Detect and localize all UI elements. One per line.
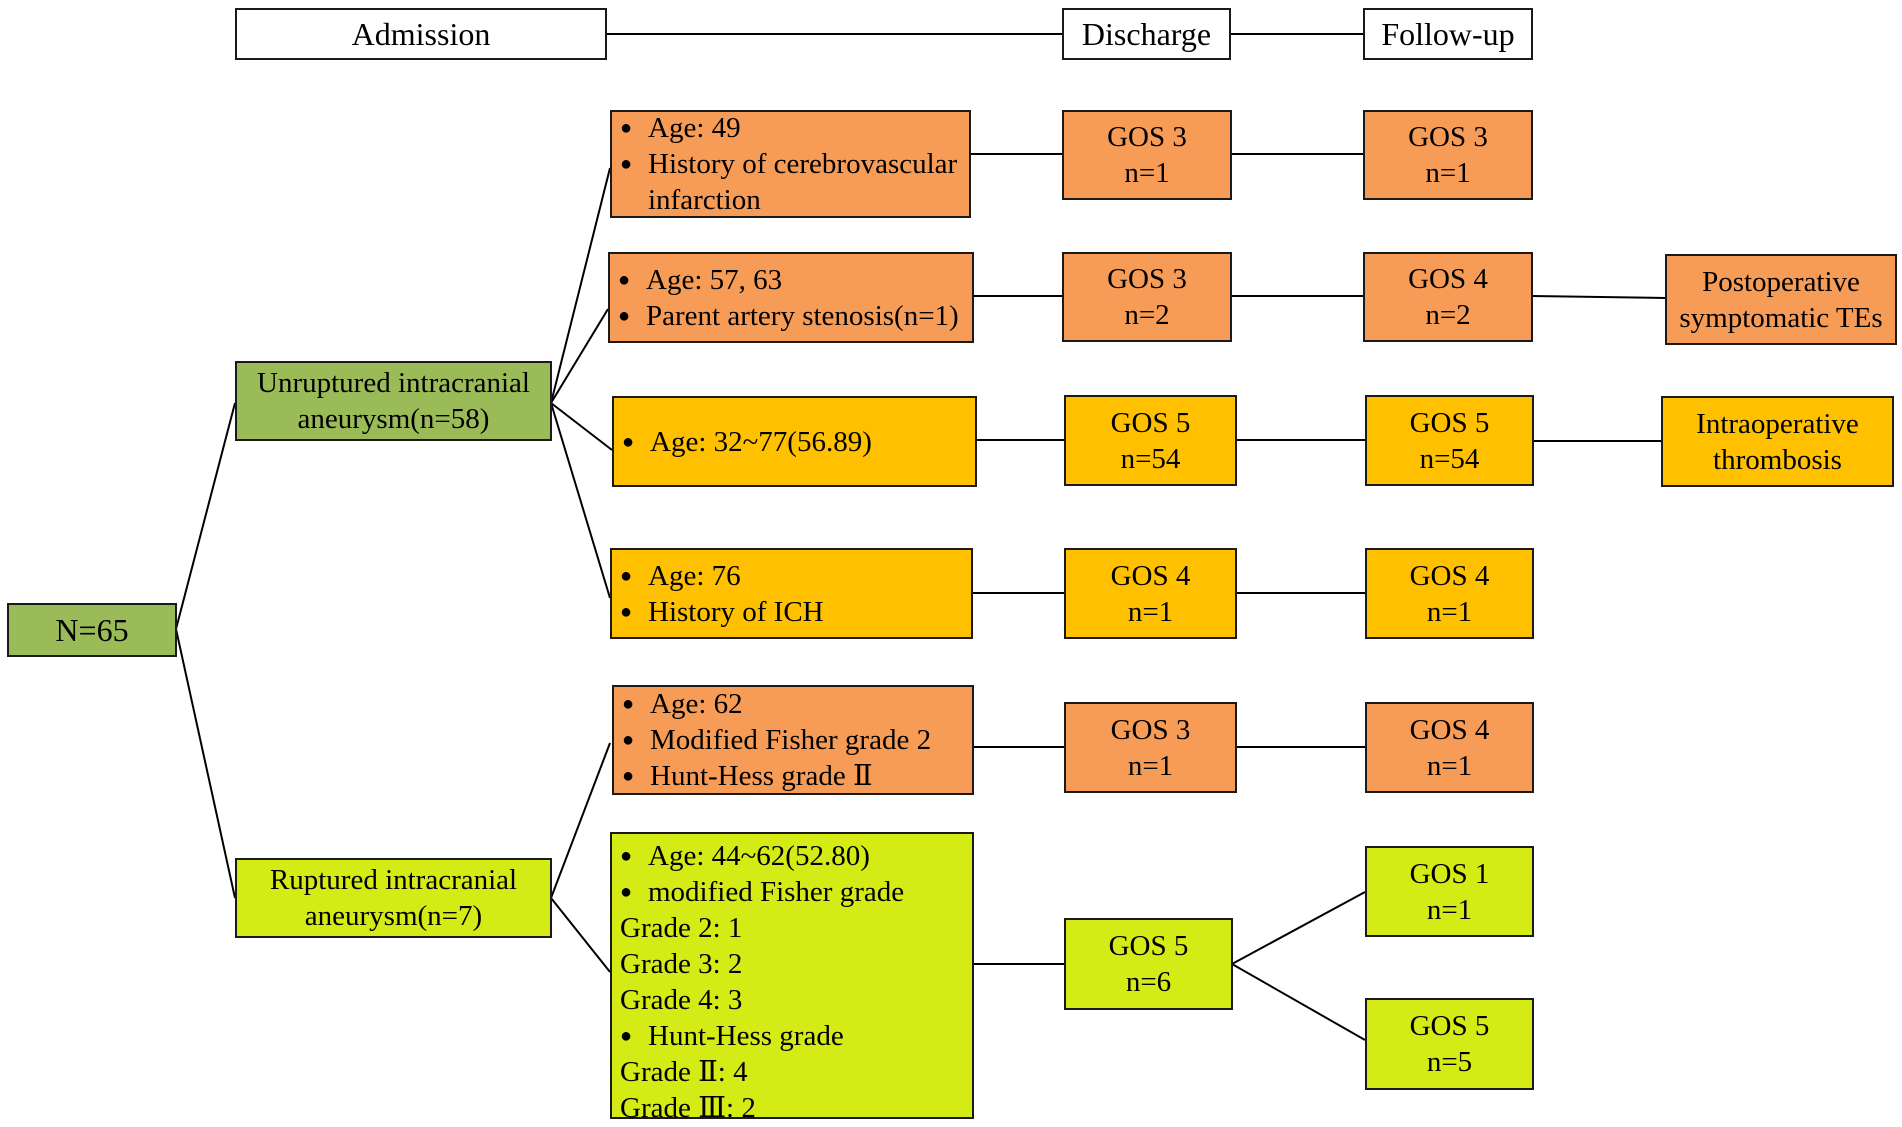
group2-followup-node: GOS 4 n=2 <box>1363 252 1533 342</box>
group3-discharge-gos: GOS 5 <box>1110 406 1191 439</box>
group6-followup-b-gos: GOS 5 <box>1409 1010 1490 1042</box>
group4-discharge-node: GOS 4 n=1 <box>1064 548 1237 639</box>
group3-followup-n: n=54 <box>1419 442 1480 475</box>
group6-followup-a-n: n=1 <box>1426 893 1473 926</box>
group4-followup-node: GOS 4 n=1 <box>1365 548 1534 639</box>
ruptured-line1: Ruptured intracranial <box>269 864 518 896</box>
group1-age: ●Age: 49 <box>620 112 741 144</box>
group6-age: ●Age: 44~62(52.80) <box>620 840 870 872</box>
group5-discharge-n: n=1 <box>1127 749 1174 782</box>
group1-discharge-n: n=1 <box>1124 157 1170 189</box>
group5-fisher: ●Modified Fisher grade 2 <box>622 724 932 756</box>
total-patients-label: N=65 <box>55 612 129 648</box>
group6-followup-b-n: n=5 <box>1426 1046 1473 1078</box>
group3-outcome-line1: Intraoperative <box>1696 407 1859 440</box>
group6-discharge-n: n=6 <box>1125 966 1172 998</box>
group2-discharge-node: GOS 3 n=2 <box>1062 252 1232 342</box>
group4-criteria-box: ●Age: 76 ●History of ICH <box>610 548 973 639</box>
admission-header-label: Admission <box>351 16 491 52</box>
group2-outcome-line2: symptomatic TEs <box>1679 301 1883 334</box>
unruptured-line1: Unruptured intracranial <box>257 367 530 399</box>
group2-stenosis: ●Parent artery stenosis(n=1) <box>618 299 959 332</box>
admission-header: Admission <box>235 8 607 60</box>
group3-discharge-n: n=54 <box>1120 442 1181 475</box>
followup-header-label: Follow-up <box>1381 16 1515 52</box>
group3-discharge-node: GOS 5 n=54 <box>1064 395 1237 486</box>
group5-followup-n: n=1 <box>1426 749 1473 782</box>
group6-discharge-node: GOS 5 n=6 <box>1064 918 1233 1010</box>
total-patients-node: N=65 <box>7 603 177 657</box>
group2-discharge-n: n=2 <box>1124 299 1170 331</box>
group2-age: ●Age: 57, 63 <box>618 263 783 296</box>
group2-outcome-node: Postoperative symptomatic TEs <box>1665 254 1897 345</box>
group6-fisher-g3: Grade 3: 2 <box>620 948 743 980</box>
group5-hunt: ●Hunt-Hess grade Ⅱ <box>622 760 873 792</box>
group6-hunt-g3: Grade Ⅲ: 2 <box>620 1092 756 1124</box>
group2-outcome-line1: Postoperative <box>1702 265 1860 298</box>
group4-followup-gos: GOS 4 <box>1409 559 1490 592</box>
group5-discharge-gos: GOS 3 <box>1110 713 1191 746</box>
group4-discharge-n: n=1 <box>1127 595 1174 628</box>
group2-followup-n: n=2 <box>1425 299 1471 331</box>
group4-age: ●Age: 76 <box>620 559 741 592</box>
group6-followup-b-node: GOS 5 n=5 <box>1365 998 1534 1090</box>
group1-followup-node: GOS 3 n=1 <box>1363 110 1533 200</box>
group5-followup-node: GOS 4 n=1 <box>1365 702 1534 793</box>
discharge-header: Discharge <box>1062 8 1231 60</box>
group6-criteria-box: ●Age: 44~62(52.80) ●modified Fisher grad… <box>610 832 974 1124</box>
group4-history: ●History of ICH <box>620 595 824 628</box>
group3-criteria-box: ●Age: 32~77(56.89) <box>612 396 977 487</box>
group6-fisher-title: ●modified Fisher grade <box>620 876 905 908</box>
group6-fisher-g2: Grade 2: 1 <box>620 912 743 944</box>
ruptured-line2: aneurysm(n=7) <box>304 900 483 932</box>
group3-age: ●Age: 32~77(56.89) <box>622 425 872 458</box>
group3-outcome-line2: thrombosis <box>1713 443 1842 476</box>
group2-discharge-gos: GOS 3 <box>1107 263 1187 295</box>
group3-outcome-node: Intraoperative thrombosis <box>1661 396 1894 487</box>
group2-followup-gos: GOS 4 <box>1408 263 1488 295</box>
group6-discharge-gos: GOS 5 <box>1108 930 1189 962</box>
group1-discharge-gos: GOS 3 <box>1107 121 1187 153</box>
group5-followup-gos: GOS 4 <box>1409 713 1490 746</box>
unruptured-line2: aneurysm(n=58) <box>297 403 490 435</box>
group6-hunt-title: ●Hunt-Hess grade <box>620 1020 844 1052</box>
group5-discharge-node: GOS 3 n=1 <box>1064 702 1237 793</box>
group3-followup-node: GOS 5 n=54 <box>1365 395 1534 486</box>
group1-history: ●History of cerebrovascular <box>620 148 958 180</box>
ruptured-aneurysm-node: Ruptured intracranial aneurysm(n=7) <box>235 858 552 938</box>
group4-discharge-gos: GOS 4 <box>1110 559 1191 592</box>
group1-followup-gos: GOS 3 <box>1408 121 1488 153</box>
group1-discharge-node: GOS 3 n=1 <box>1062 110 1232 200</box>
discharge-header-label: Discharge <box>1081 16 1212 52</box>
group3-followup-gos: GOS 5 <box>1409 406 1490 439</box>
group4-followup-n: n=1 <box>1426 595 1473 628</box>
group6-followup-a-gos: GOS 1 <box>1409 857 1490 890</box>
group2-criteria-box: ●Age: 57, 63 ●Parent artery stenosis(n=1… <box>608 252 974 343</box>
group1-history-cont: infarction <box>648 184 761 216</box>
group6-hunt-g2: Grade Ⅱ: 4 <box>620 1056 748 1088</box>
group1-criteria-box: ●Age: 49 ●History of cerebrovascular inf… <box>610 110 971 218</box>
followup-header: Follow-up <box>1363 8 1533 60</box>
group6-fisher-g4: Grade 4: 3 <box>620 984 743 1016</box>
group5-criteria-box: ●Age: 62 ●Modified Fisher grade 2 ●Hunt-… <box>612 685 974 795</box>
group5-age: ●Age: 62 <box>622 688 743 720</box>
unruptured-aneurysm-node: Unruptured intracranial aneurysm(n=58) <box>235 361 552 441</box>
group6-followup-a-node: GOS 1 n=1 <box>1365 846 1534 937</box>
group1-followup-n: n=1 <box>1425 157 1471 189</box>
